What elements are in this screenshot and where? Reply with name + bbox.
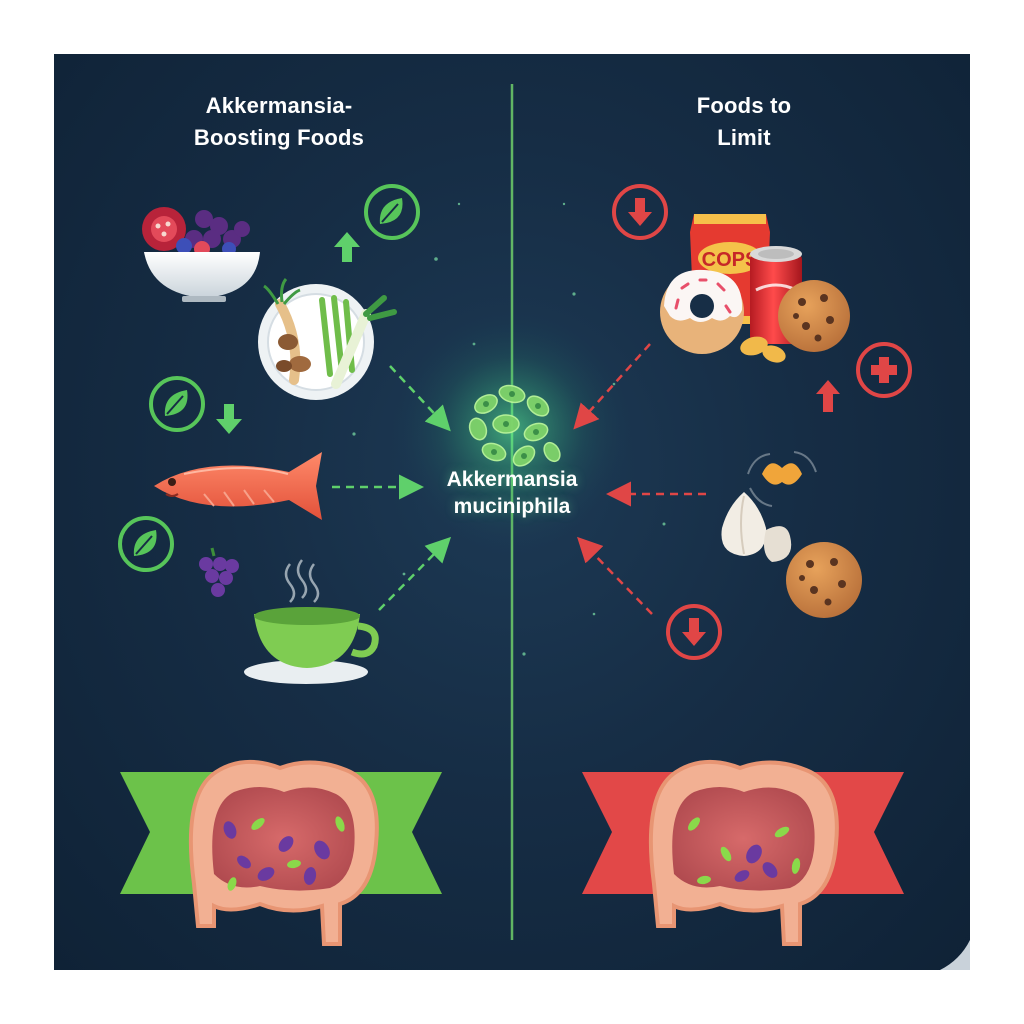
cookie-icon [786, 542, 862, 618]
down-arrow-in-circle-icon [666, 604, 722, 660]
salmon-fish-icon [154, 452, 322, 520]
berry-bowl-icon [142, 207, 260, 302]
vegetable-plate-icon [258, 278, 397, 400]
healthy-intestine-icon [188, 759, 379, 946]
grapes-icon [199, 547, 239, 597]
cookie-icon [778, 280, 850, 352]
healthy-gut-banner [120, 759, 442, 946]
boost-arrows [332, 365, 452, 611]
swirl-snack-icon [747, 451, 817, 507]
limit-arrows [573, 343, 706, 615]
foods-to-limit-title: Foods to Limit [696, 93, 792, 150]
ambient-sparkles [342, 202, 666, 656]
boosting-foods-title: Akkermansia- Boosting Foods [193, 93, 365, 150]
increase-arrow-icon [816, 380, 840, 412]
plus-in-circle-icon [856, 342, 912, 398]
infographic-artwork: COPS [118, 84, 970, 970]
garlic-icon [721, 492, 792, 562]
down-arrow-in-circle-icon [612, 184, 668, 240]
unhealthy-gut-banner [582, 759, 904, 946]
leaf-in-circle-icon [149, 376, 205, 432]
akkermansia-label: Akkermansia muciniphila [446, 468, 578, 519]
page-curl [940, 940, 970, 970]
down-arrow-icon [216, 404, 242, 434]
green-tea-cup-icon [244, 559, 379, 684]
unhealthy-intestine-icon [648, 759, 839, 946]
donut-icon [660, 269, 744, 354]
chips-bag-label: COPS [702, 249, 759, 271]
leaf-in-circle-icon [364, 184, 420, 240]
leaf-in-circle-icon [118, 516, 174, 572]
infographic-panel: COPS [54, 54, 970, 970]
bacteria-cluster-icon [468, 384, 561, 467]
increase-arrow-icon [334, 232, 360, 262]
potato-chip-icon [740, 336, 786, 363]
